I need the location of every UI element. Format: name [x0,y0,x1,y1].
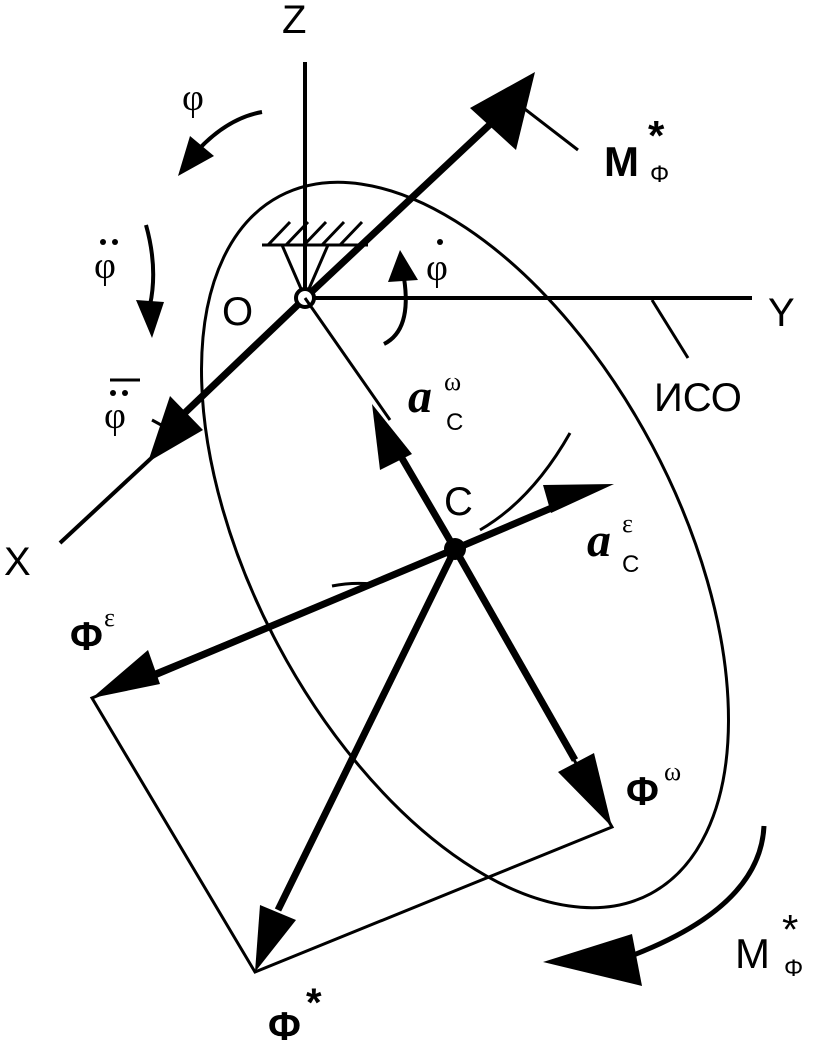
phi-ddot-vec-arrowhead [148,396,203,462]
svg-text:a: a [408,370,432,423]
svg-text:a: a [587,514,611,567]
m-star-axis-thick [302,112,503,301]
y-axis-label: Y [768,291,795,335]
phi-ddot-vec-leader [151,418,175,434]
phi-star-arrowhead [255,905,296,972]
svg-text:ω: ω [664,757,681,786]
m-star-arrowhead [470,72,535,150]
x-axis-thick [167,295,308,430]
phi-rotation-arrowhead [178,136,214,176]
m-star-top-label: M * Φ [604,112,669,188]
phi-dot-label: φ [426,239,448,289]
m-star-leader [516,101,579,152]
svg-text:*: * [306,981,322,1025]
phi-star-shaft [274,547,459,912]
svg-text:φ: φ [94,245,116,287]
phi-eps-arrowhead [92,650,160,698]
svg-text:φ: φ [104,395,126,437]
a-c-eps-arrowhead [543,484,614,513]
phi-eps-shaft [148,545,457,681]
phi-omega-shaft [451,547,579,762]
svg-text:ω: ω [444,367,461,396]
a-c-eps-shaft [453,497,570,553]
phi-ddot-vec-label: φ [104,378,140,437]
m-star-bottom-label: M * Φ [735,906,803,982]
svg-text:Φ: Φ [626,770,659,814]
phi-label: φ [182,77,204,119]
a-c-omega-shaft [392,446,459,551]
a-c-eps-label: a ε C [587,509,639,578]
x-axis-thin [58,448,162,545]
svg-text:M: M [604,138,639,185]
z-axis-label: Z [282,0,306,42]
svg-text:ε: ε [622,509,633,538]
disk-ellipse [200,180,730,910]
phi-omega-label: Φ ω [626,757,681,814]
phi-dot-rotation-arrowhead [388,250,418,282]
svg-text:φ: φ [426,247,448,289]
center-label: C [444,480,473,524]
phi-star-label: Φ * [268,981,322,1044]
phi-rotation-arrow [196,110,263,152]
m-star-rotation-arrowhead [543,934,642,986]
m-star-rotation-arrow [619,825,767,963]
arc-c [479,432,572,532]
phi-omega-arrowhead [558,753,612,827]
svg-text:Φ: Φ [268,1005,301,1044]
svg-text:*: * [782,906,798,953]
a-c-omega-arrowhead [372,404,412,470]
svg-text:Φ: Φ [784,955,803,982]
phi-ddot-rotation-arrow [144,224,156,306]
svg-text:*: * [648,112,665,159]
svg-text:ε: ε [104,603,115,632]
phi-eps-label: Φ ε [70,603,115,659]
svg-text:Φ: Φ [650,161,669,188]
svg-text:M: M [735,930,770,977]
oc-line [303,297,392,421]
support-hatch [266,220,364,247]
svg-text:C: C [446,409,463,436]
origin-label: O [222,290,253,334]
phi-ddot-label: φ [94,239,118,287]
svg-text:C: C [622,551,639,578]
phi-ddot-rotation-arrowhead [136,300,164,338]
phi-dot-rotation-arrow [383,277,408,346]
center-c-point [444,538,466,560]
iso-leader [650,299,690,359]
a-c-omega-label: a ω C [408,367,463,436]
x-axis-label: X [4,540,31,584]
iso-frame-label: ИСО [654,376,742,420]
svg-text:Φ: Φ [70,615,103,659]
